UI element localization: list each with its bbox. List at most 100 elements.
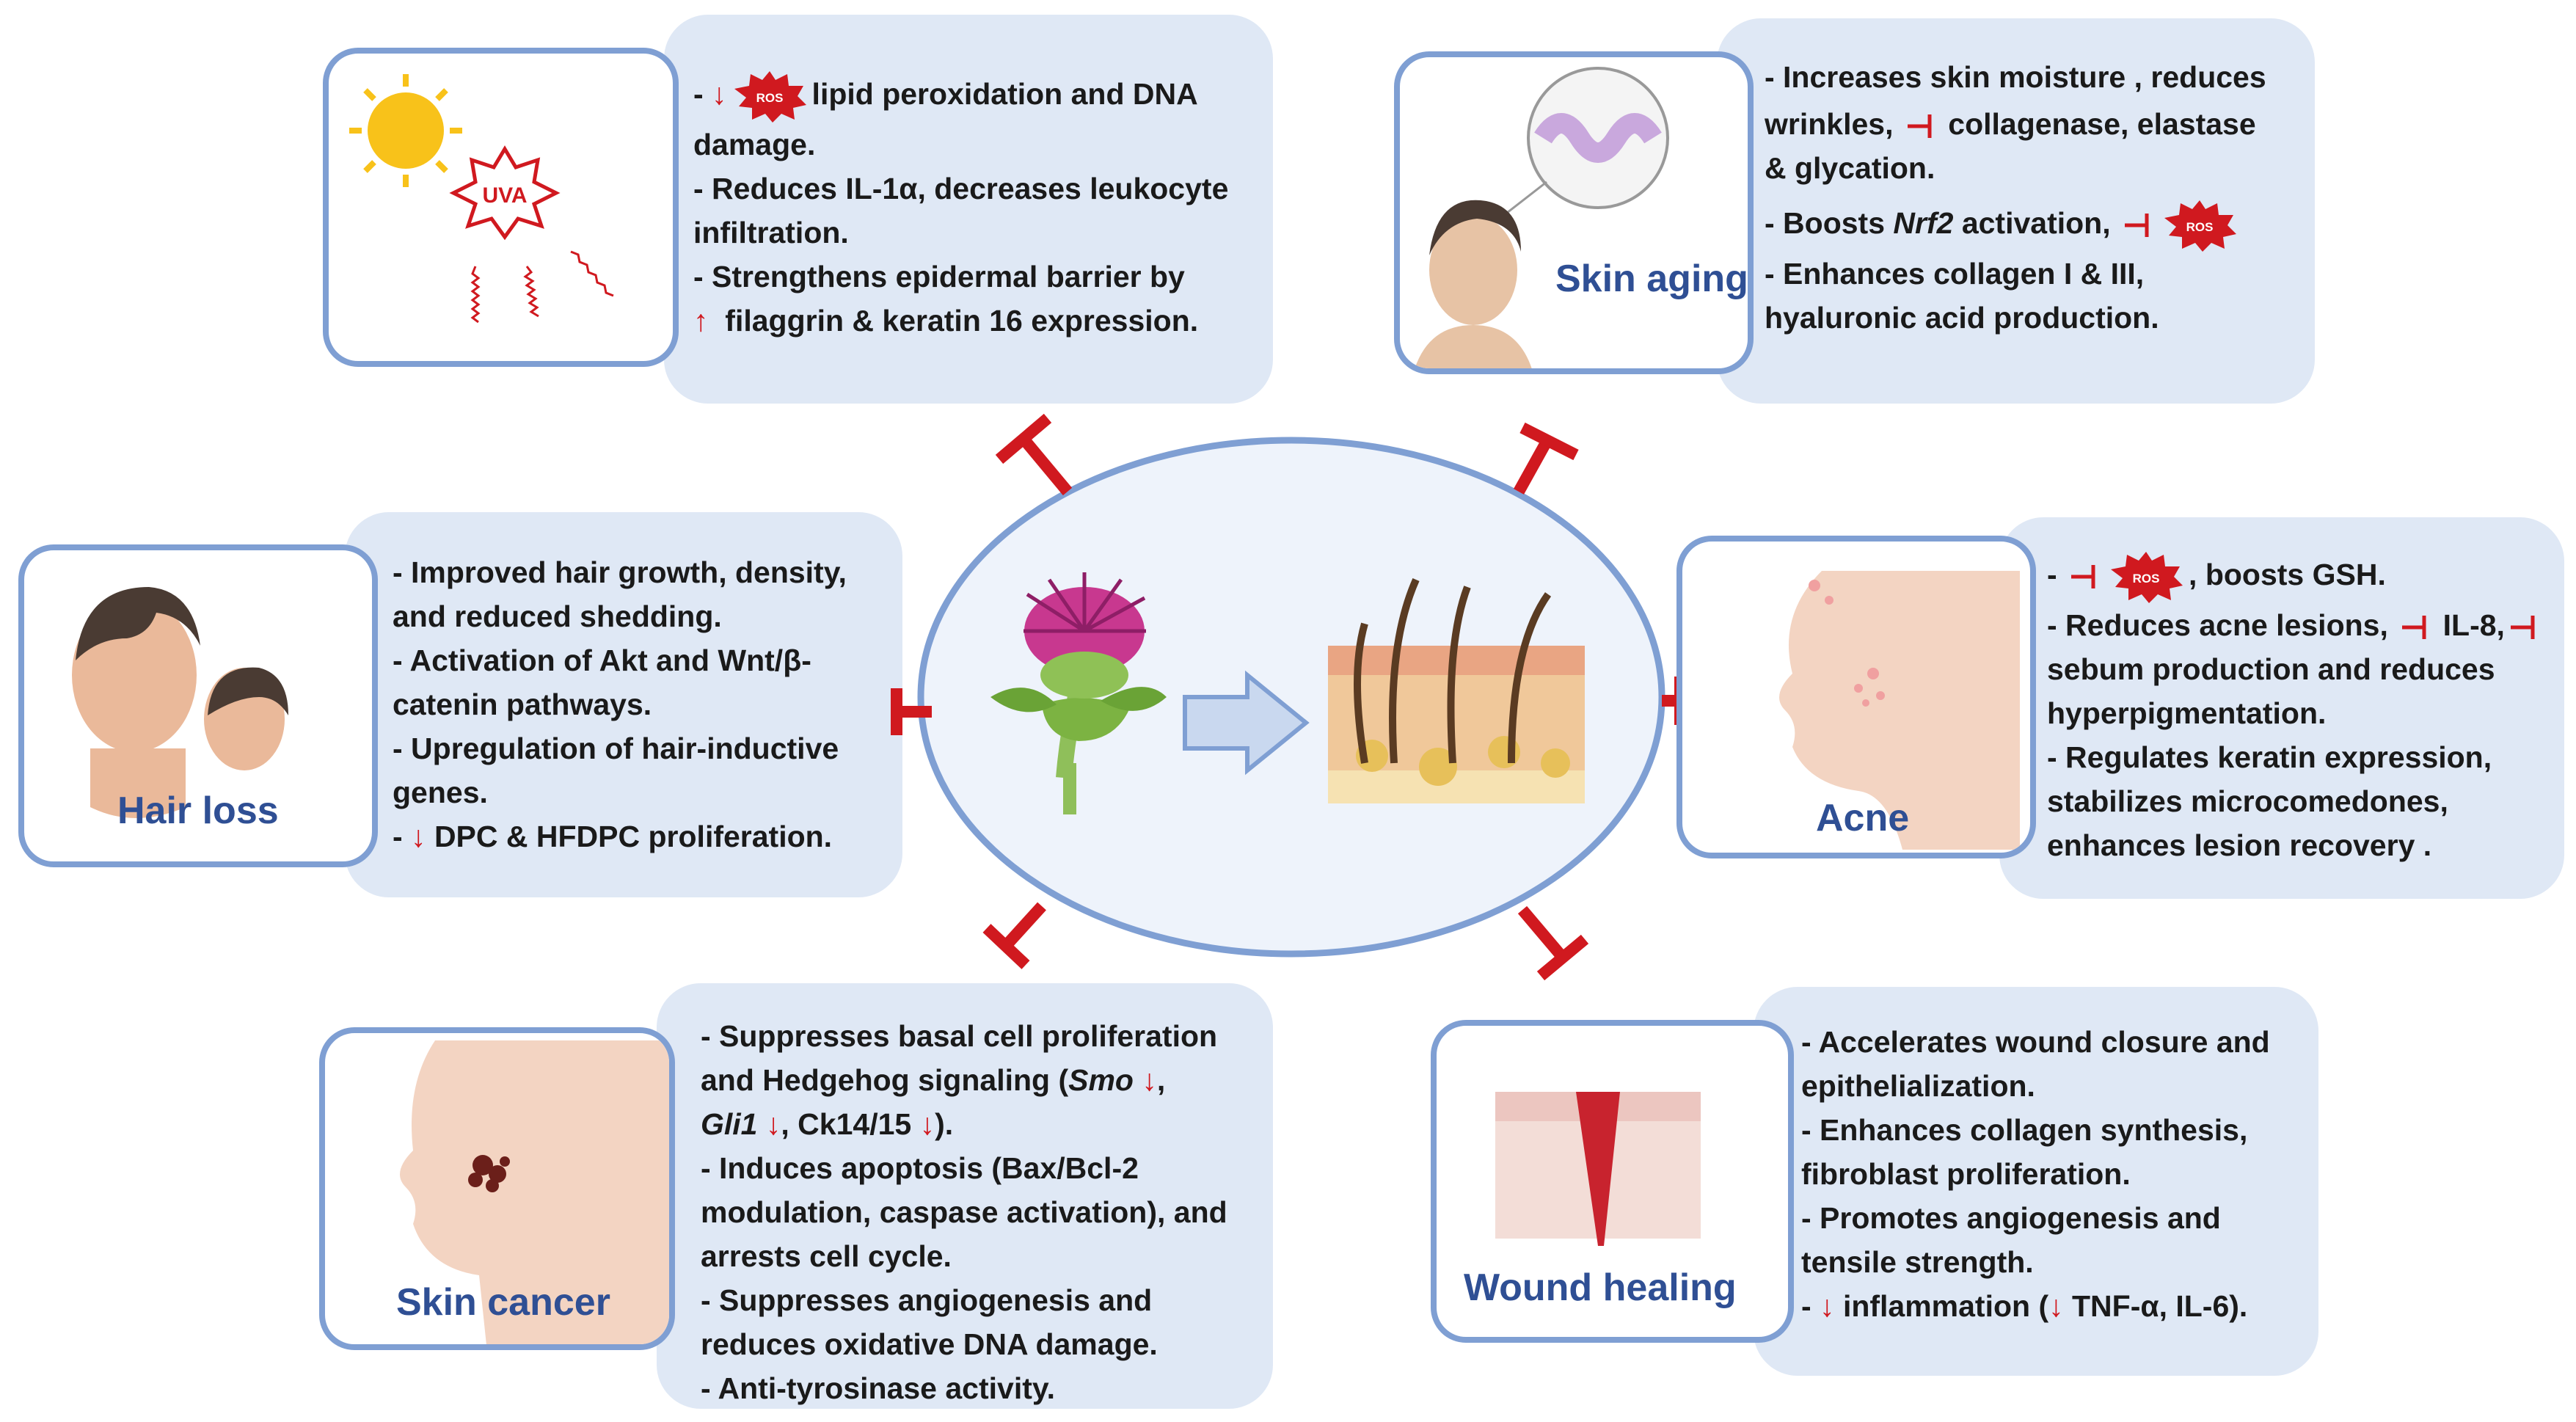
skin-cancer-line-7: - Suppresses angiogenesis and: [701, 1283, 1153, 1317]
inhibit-icon: [2510, 616, 2535, 640]
aging-face-illustration: [1415, 67, 1669, 368]
skin-cancer-title: Skin cancer: [396, 1281, 610, 1324]
acne-face-illustration: [1779, 571, 2020, 850]
wound-line-2: epithelialization.: [1801, 1069, 2035, 1103]
skin-cancer-image-box: [319, 1027, 675, 1350]
inhibit-arrow-wound: [1517, 905, 1568, 962]
down-arrow-icon: ↓: [712, 76, 727, 111]
skin-aging-line-3: & glycation.: [1765, 151, 1935, 185]
inhibit-icon: [1907, 114, 1932, 139]
hair-loss-line-2: and reduced shedding.: [393, 599, 722, 633]
skin-cancer-line-1: - Suppresses basal cell proliferation: [701, 1019, 1218, 1053]
wound-illustration: [1495, 1092, 1701, 1246]
acne-line-5: - Regulates keratin expression,: [2047, 740, 2492, 774]
sun-icon: [349, 74, 462, 187]
acne-image-box: [1676, 536, 2036, 858]
skin-cancer-line-2: and Hedgehog signaling (Smo ↓,: [701, 1063, 1166, 1097]
inhibit-icon: [2402, 616, 2426, 640]
wound-line-7: - ↓ inflammation (↓ TNF-α, IL-6).: [1801, 1289, 2248, 1323]
hair-loss-line-3: - Activation of Akt and Wnt/β-: [393, 643, 811, 677]
wound-healing-effects-text: - Accelerates wound closure and epitheli…: [1801, 1020, 2270, 1328]
ros-burst-icon: ROS: [734, 71, 806, 123]
acne-line-2: - Reduces acne lesions, IL-8,: [2047, 603, 2543, 647]
sun-uva-illustration: UVA: [349, 74, 614, 324]
svg-text:ROS: ROS: [2133, 572, 2160, 586]
skin-cancer-line-3: Gli1 ↓, Ck14/15 ↓).: [701, 1107, 954, 1141]
hair-loss-illustration: [72, 587, 288, 818]
svg-text:ROS: ROS: [2186, 220, 2214, 234]
inhibit-icon: [2071, 565, 2095, 588]
hair-loss-effects-text: - Improved hair growth, density, and red…: [393, 550, 847, 858]
inhibit-arrow-skin-cancer: [1001, 902, 1046, 951]
acne-line-4: hyperpigmentation.: [2047, 696, 2327, 730]
uva-line-6: ↑ filaggrin & keratin 16 expression.: [693, 304, 1199, 338]
skin-cancer-line-6: arrests cell cycle.: [701, 1239, 952, 1273]
skin-cancer-face-illustration: [400, 1040, 669, 1344]
wound-line-4: fibroblast proliferation.: [1801, 1157, 2131, 1191]
uva-line-5: - Strengthens epidermal barrier by: [693, 260, 1185, 293]
skin-cancer-line-9: - Anti-tyrosinase activity.: [701, 1371, 1056, 1405]
skin-cancer-panel: [657, 983, 1273, 1409]
skin-cancer-line-8: reduces oxidative DNA damage.: [701, 1327, 1158, 1361]
inhibit-arrow-uva: [1018, 434, 1073, 496]
skin-aging-line-6: hyaluronic acid production.: [1765, 301, 2159, 335]
uva-line-2: damage.: [693, 128, 816, 161]
wound-line-5: - Promotes angiogenesis and: [1801, 1201, 2221, 1235]
milk-thistle-illustration: [990, 572, 1167, 814]
down-arrow-icon: ↓: [1142, 1063, 1157, 1097]
ros-burst-icon: ROS: [2164, 200, 2236, 252]
uva-image-box: UVA: [323, 48, 679, 367]
wound-line-6: tensile strength.: [1801, 1245, 2034, 1279]
skin-aging-line-1: - Increases skin moisture , reduces: [1765, 60, 2266, 94]
skin-cancer-line-4: - Induces apoptosis (Bax/Bcl-2: [701, 1151, 1139, 1185]
uva-label: UVA: [482, 183, 527, 208]
skin-cancer-line-5: modulation, caspase activation), and: [701, 1195, 1227, 1229]
inhibit-arrow-skin-aging: [1514, 436, 1553, 495]
acne-title: Acne: [1816, 797, 1910, 839]
melanoma-lesion-icon: [468, 1155, 510, 1192]
acne-line-6: stabilizes microcomedones,: [2047, 784, 2448, 818]
hair-loss-line-4: catenin pathways.: [393, 688, 652, 721]
process-arrow: [1183, 670, 1310, 776]
down-arrow-icon: ↓: [411, 820, 426, 853]
hair-loss-panel: [345, 512, 902, 897]
hair-loss-image-box: [18, 544, 378, 867]
down-arrow-icon: ↓: [2048, 1289, 2064, 1323]
wound-healing-panel: [1754, 987, 2318, 1376]
wound-healing-image-box: [1431, 1020, 1794, 1343]
down-arrow-icon: ↓: [919, 1107, 935, 1141]
hair-loss-title: Hair loss: [117, 790, 279, 832]
skin-aging-effects-text: - Increases skin moisture , reduces wrin…: [1765, 55, 2266, 340]
inhibit-icon: [2125, 214, 2149, 237]
wound-healing-title: Wound healing: [1464, 1266, 1737, 1309]
skin-cancer-effects-text: - Suppresses basal cell proliferation an…: [701, 1014, 1227, 1410]
up-arrow-icon: ↑: [693, 304, 726, 338]
skin-aging-line-5: - Enhances collagen I & III,: [1765, 257, 2145, 291]
uv-ray-icons: [470, 250, 614, 324]
svg-text:ROS: ROS: [756, 91, 783, 105]
skin-aging-image-box: [1394, 51, 1754, 374]
ros-burst-icon: ROS: [2111, 552, 2183, 603]
acne-line-7: enhances lesion recovery .: [2047, 828, 2432, 862]
skin-aging-line-4: - Boosts Nrf2 activation, ROS: [1765, 199, 2266, 252]
hair-loss-line-1: - Improved hair growth, density,: [393, 555, 847, 589]
skin-aging-title: Skin aging: [1555, 258, 1748, 300]
skin-cross-section-illustration: [1328, 577, 1585, 803]
acne-line-3: sebum production and reduces: [2047, 652, 2495, 686]
uva-line-4: infiltration.: [693, 216, 849, 249]
acne-line-1: - ROS, boosts GSH.: [2047, 550, 2543, 603]
wound-line-3: - Enhances collagen synthesis,: [1801, 1113, 2248, 1147]
uva-burst-icon: [449, 145, 561, 241]
down-arrow-icon: ↓: [765, 1107, 781, 1141]
acne-effects-text: - ROS, boosts GSH. - Reduces acne lesion…: [2047, 550, 2543, 867]
hair-loss-line-5: - Upregulation of hair-inductive: [393, 732, 839, 765]
uva-line-3: - Reduces IL-1α, decreases leukocyte: [693, 172, 1229, 205]
skin-aging-line-2: wrinkles, collagenase, elastase: [1765, 107, 2256, 141]
hair-loss-line-7: - ↓ DPC & HFDPC proliferation.: [393, 820, 833, 853]
hair-loss-line-6: genes.: [393, 776, 488, 809]
wound-line-1: - Accelerates wound closure and: [1801, 1025, 2270, 1059]
down-arrow-icon: ↓: [1820, 1289, 1835, 1323]
